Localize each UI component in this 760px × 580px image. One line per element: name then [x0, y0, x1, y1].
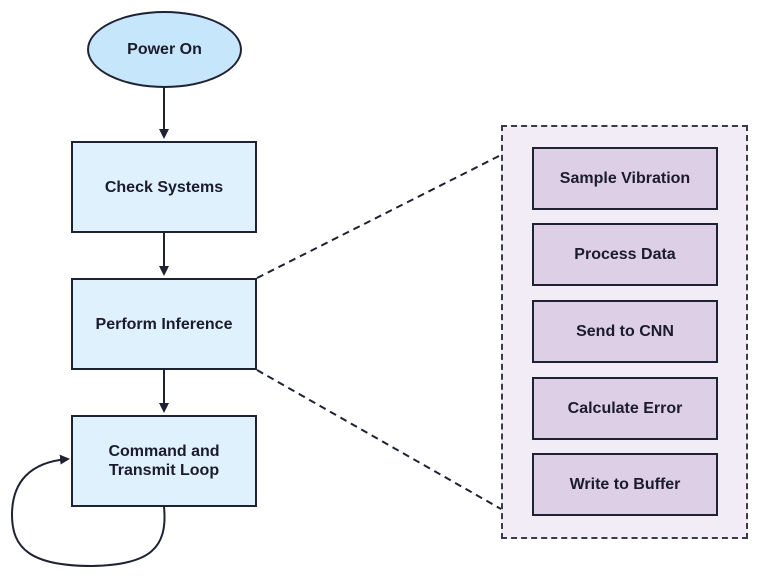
- detail-step-label: Sample Vibration: [559, 169, 691, 187]
- detail-step-label: Send to CNN: [576, 322, 674, 340]
- expansion-line-bottom: [256, 369, 502, 510]
- detail-step-calculate-error: Calculate Error: [532, 377, 718, 440]
- expansion-line-top: [256, 154, 502, 279]
- perform-inference-label: Perform Inference: [95, 315, 233, 333]
- detail-step-process-data: Process Data: [532, 223, 718, 286]
- detail-step-sample-vibration: Sample Vibration: [532, 147, 718, 210]
- power-on-label: Power On: [127, 41, 202, 58]
- detail-step-write-to-buffer: Write to Buffer: [532, 453, 718, 516]
- perform-inference-node: Perform Inference: [71, 278, 257, 370]
- command-transmit-loop-node: Command and Transmit Loop: [71, 415, 257, 507]
- detail-step-label: Write to Buffer: [569, 475, 681, 493]
- detail-step-label: Calculate Error: [567, 399, 683, 417]
- command-transmit-loop-label: Command and Transmit Loop: [108, 443, 220, 479]
- power-on-node: Power On: [87, 11, 242, 88]
- check-systems-label: Check Systems: [104, 178, 224, 196]
- detail-step-label: Process Data: [574, 245, 676, 263]
- detail-step-send-to-cnn: Send to CNN: [532, 300, 718, 363]
- check-systems-node: Check Systems: [71, 141, 257, 233]
